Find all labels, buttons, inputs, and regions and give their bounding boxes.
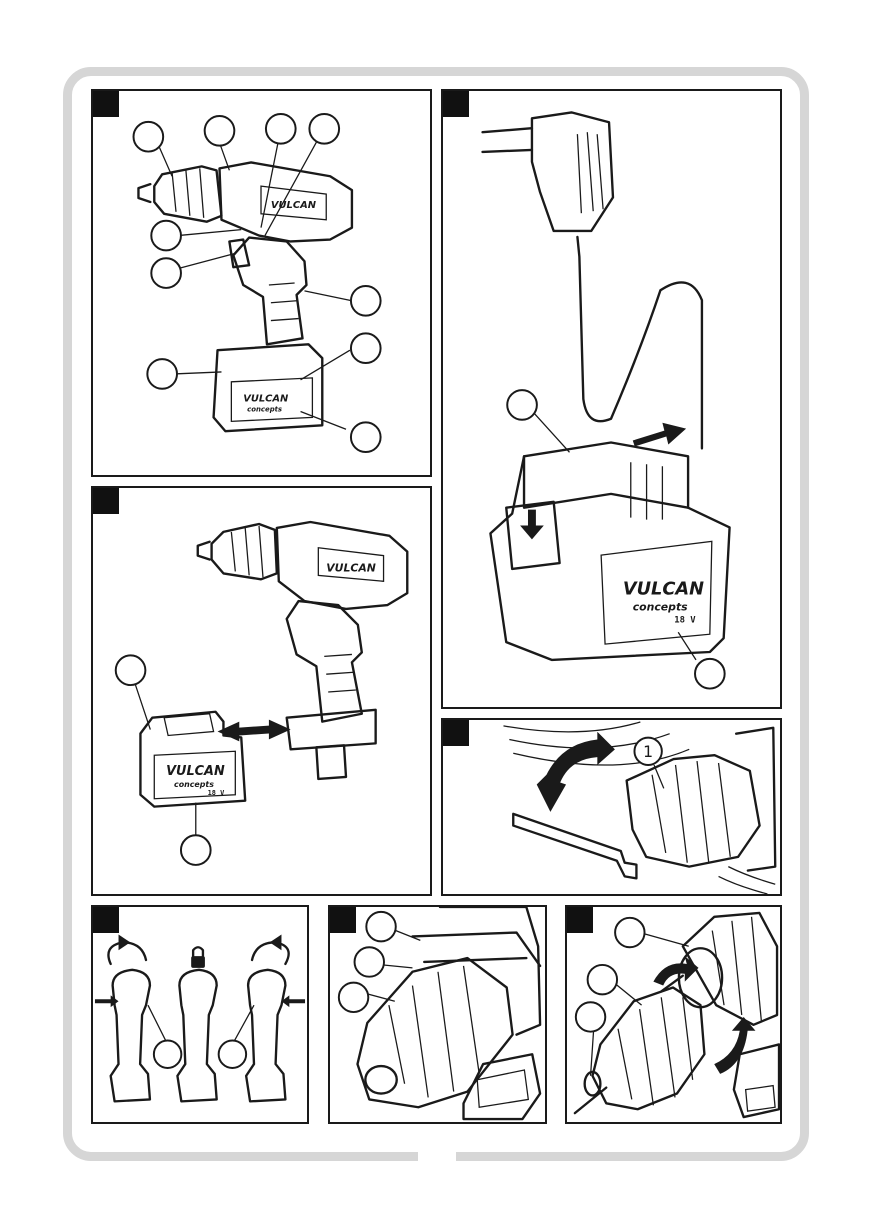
panel-b-illustration: VULCAN concepts 18 V [443,91,780,707]
panel-f-direction-selector [91,905,309,1124]
panel-c-voltage: 18 V [208,789,225,797]
panel-c-battery-removal: VULCAN VULCAN concepts 18 V [91,486,432,896]
rotate-arrow-icon [537,732,615,812]
panel-g-callouts [339,912,396,1012]
panel-c-illustration: VULCAN VULCAN concepts 18 V [93,488,430,894]
panel-a-illustration: VULCAN VULCAN concepts [93,91,430,475]
panel-e-callout-number: 1 [643,742,653,761]
panel-b-logo: VULCAN [623,579,704,600]
panel-a-logo: VULCAN [271,200,317,211]
rotate-clockwise-icon [252,942,289,964]
panel-h-callouts [576,918,645,1032]
rotate-counterclockwise-icon [108,942,146,964]
panel-a-battery-sub: concepts [247,405,282,413]
drill-left-view [111,970,150,1102]
panel-e-chuck-removal: 1 [441,718,782,896]
lock-icon [191,947,205,968]
panel-c-battery-sub: concepts [174,780,214,789]
panel-h-illustration [567,907,780,1122]
panel-b-callouts [507,390,724,688]
panel-a-battery-logo: VULCAN [243,394,289,405]
slide-arrow-icon [633,423,686,447]
return-arrow-icon [714,1017,755,1074]
drill-center-view [177,970,216,1102]
frame-gap [418,1150,456,1164]
slide-double-arrow-icon [218,720,291,742]
panel-g-illustration [330,907,545,1122]
panel-a-drill-overview: VULCAN VULCAN concepts [91,89,432,477]
drill-right-view [246,970,285,1102]
panel-g-torque-ring [328,905,547,1124]
panel-b-charger: VULCAN concepts 18 V [441,89,782,709]
panel-f-callouts [154,1041,246,1068]
panel-h-chuck-exploded [565,905,782,1124]
panel-b-voltage: 18 V [674,615,696,625]
panel-c-logo: VULCAN [326,561,376,574]
panel-b-logo-sub: concepts [633,600,688,613]
push-left-arrow-icon [281,995,305,1007]
panel-f-illustration [93,907,307,1122]
panel-c-battery-logo: VULCAN [166,764,225,779]
panel-e-illustration: 1 [443,720,780,894]
